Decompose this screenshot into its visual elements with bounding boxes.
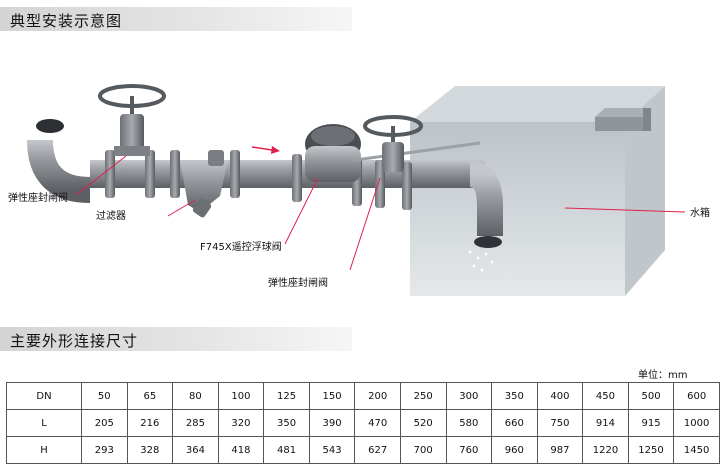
section-title-installation: 典型安装示意图 bbox=[10, 12, 123, 30]
table-cell: 1250 bbox=[627, 436, 675, 464]
table-cell: 205 bbox=[81, 409, 128, 437]
table-cell: 580 bbox=[445, 409, 493, 437]
label-gate-valve-left: 弹性座封闸阀 bbox=[8, 191, 68, 204]
unit-label: 单位：mm bbox=[638, 370, 688, 381]
table-cell: 627 bbox=[354, 436, 401, 464]
label-gate-valve-right: 弹性座封闸阀 bbox=[268, 276, 328, 289]
table-cell: 293 bbox=[81, 436, 128, 464]
table-cell: 80 bbox=[172, 382, 219, 410]
table-cell: 960 bbox=[491, 436, 538, 464]
leader-line-gate-valve-right bbox=[349, 177, 381, 271]
table-cell: 328 bbox=[126, 436, 174, 464]
table-cell: 216 bbox=[126, 409, 174, 437]
row-header: L bbox=[6, 409, 82, 437]
table-cell: 914 bbox=[582, 409, 629, 437]
table-cell: 65 bbox=[126, 382, 174, 410]
leader-line-float-valve bbox=[284, 177, 319, 245]
table-cell: 390 bbox=[308, 409, 356, 437]
table-cell: 520 bbox=[399, 409, 447, 437]
table-cell: 1450 bbox=[673, 436, 720, 464]
table-cell: 660 bbox=[491, 409, 538, 437]
water-tank bbox=[410, 86, 665, 296]
leader-line-strainer bbox=[167, 199, 196, 217]
table-cell: 350 bbox=[491, 382, 538, 410]
table-cell: 200 bbox=[354, 382, 401, 410]
gate-valve-right bbox=[363, 115, 423, 172]
label-water-tank: 水箱 bbox=[690, 206, 710, 219]
table-cell: 320 bbox=[217, 409, 265, 437]
section-title-dimensions: 主要外形连接尺寸 bbox=[10, 332, 139, 350]
row-header: H bbox=[6, 436, 82, 464]
label-float-valve: F745X遥控浮球阀 bbox=[200, 240, 282, 253]
table-cell: 750 bbox=[536, 409, 584, 437]
table-cell: 400 bbox=[536, 382, 584, 410]
gate-valve-left bbox=[98, 84, 166, 156]
label-strainer: 过滤器 bbox=[96, 209, 126, 222]
table-cell: 350 bbox=[263, 409, 310, 437]
flow-arrow bbox=[251, 146, 280, 154]
table-cell: 364 bbox=[172, 436, 219, 464]
table-cell: 125 bbox=[263, 382, 310, 410]
row-header: DN bbox=[6, 382, 82, 410]
table-cell: 543 bbox=[308, 436, 356, 464]
table-cell: 50 bbox=[81, 382, 128, 410]
installation-diagram: 弹性座封闸阀 过滤器 F745X遥控浮球阀 弹性座封闸阀 水箱 bbox=[8, 84, 710, 296]
table-cell: 250 bbox=[399, 382, 447, 410]
table-cell: 300 bbox=[445, 382, 493, 410]
table-cell: 500 bbox=[627, 382, 675, 410]
table-cell: 150 bbox=[308, 382, 356, 410]
section-header-dimensions: 主要外形连接尺寸 bbox=[0, 327, 352, 351]
strainer bbox=[180, 150, 228, 218]
float-valve bbox=[305, 124, 481, 182]
table-cell: 760 bbox=[445, 436, 493, 464]
table-cell: 1000 bbox=[673, 409, 720, 437]
table-cell: 481 bbox=[263, 436, 310, 464]
pipeline bbox=[27, 119, 503, 248]
table-cell: 1220 bbox=[582, 436, 629, 464]
table-cell: 600 bbox=[673, 382, 720, 410]
leader-line-gate-valve-left bbox=[75, 155, 127, 196]
table-cell: 700 bbox=[399, 436, 447, 464]
table-cell: 285 bbox=[172, 409, 219, 437]
table-cell: 987 bbox=[536, 436, 584, 464]
table-cell: 418 bbox=[217, 436, 265, 464]
table-cell: 100 bbox=[217, 382, 265, 410]
table-cell: 470 bbox=[354, 409, 401, 437]
table-cell: 915 bbox=[627, 409, 675, 437]
section-header-installation: 典型安装示意图 bbox=[0, 7, 352, 31]
table-cell: 450 bbox=[582, 382, 629, 410]
leader-line-water-tank bbox=[564, 207, 686, 213]
